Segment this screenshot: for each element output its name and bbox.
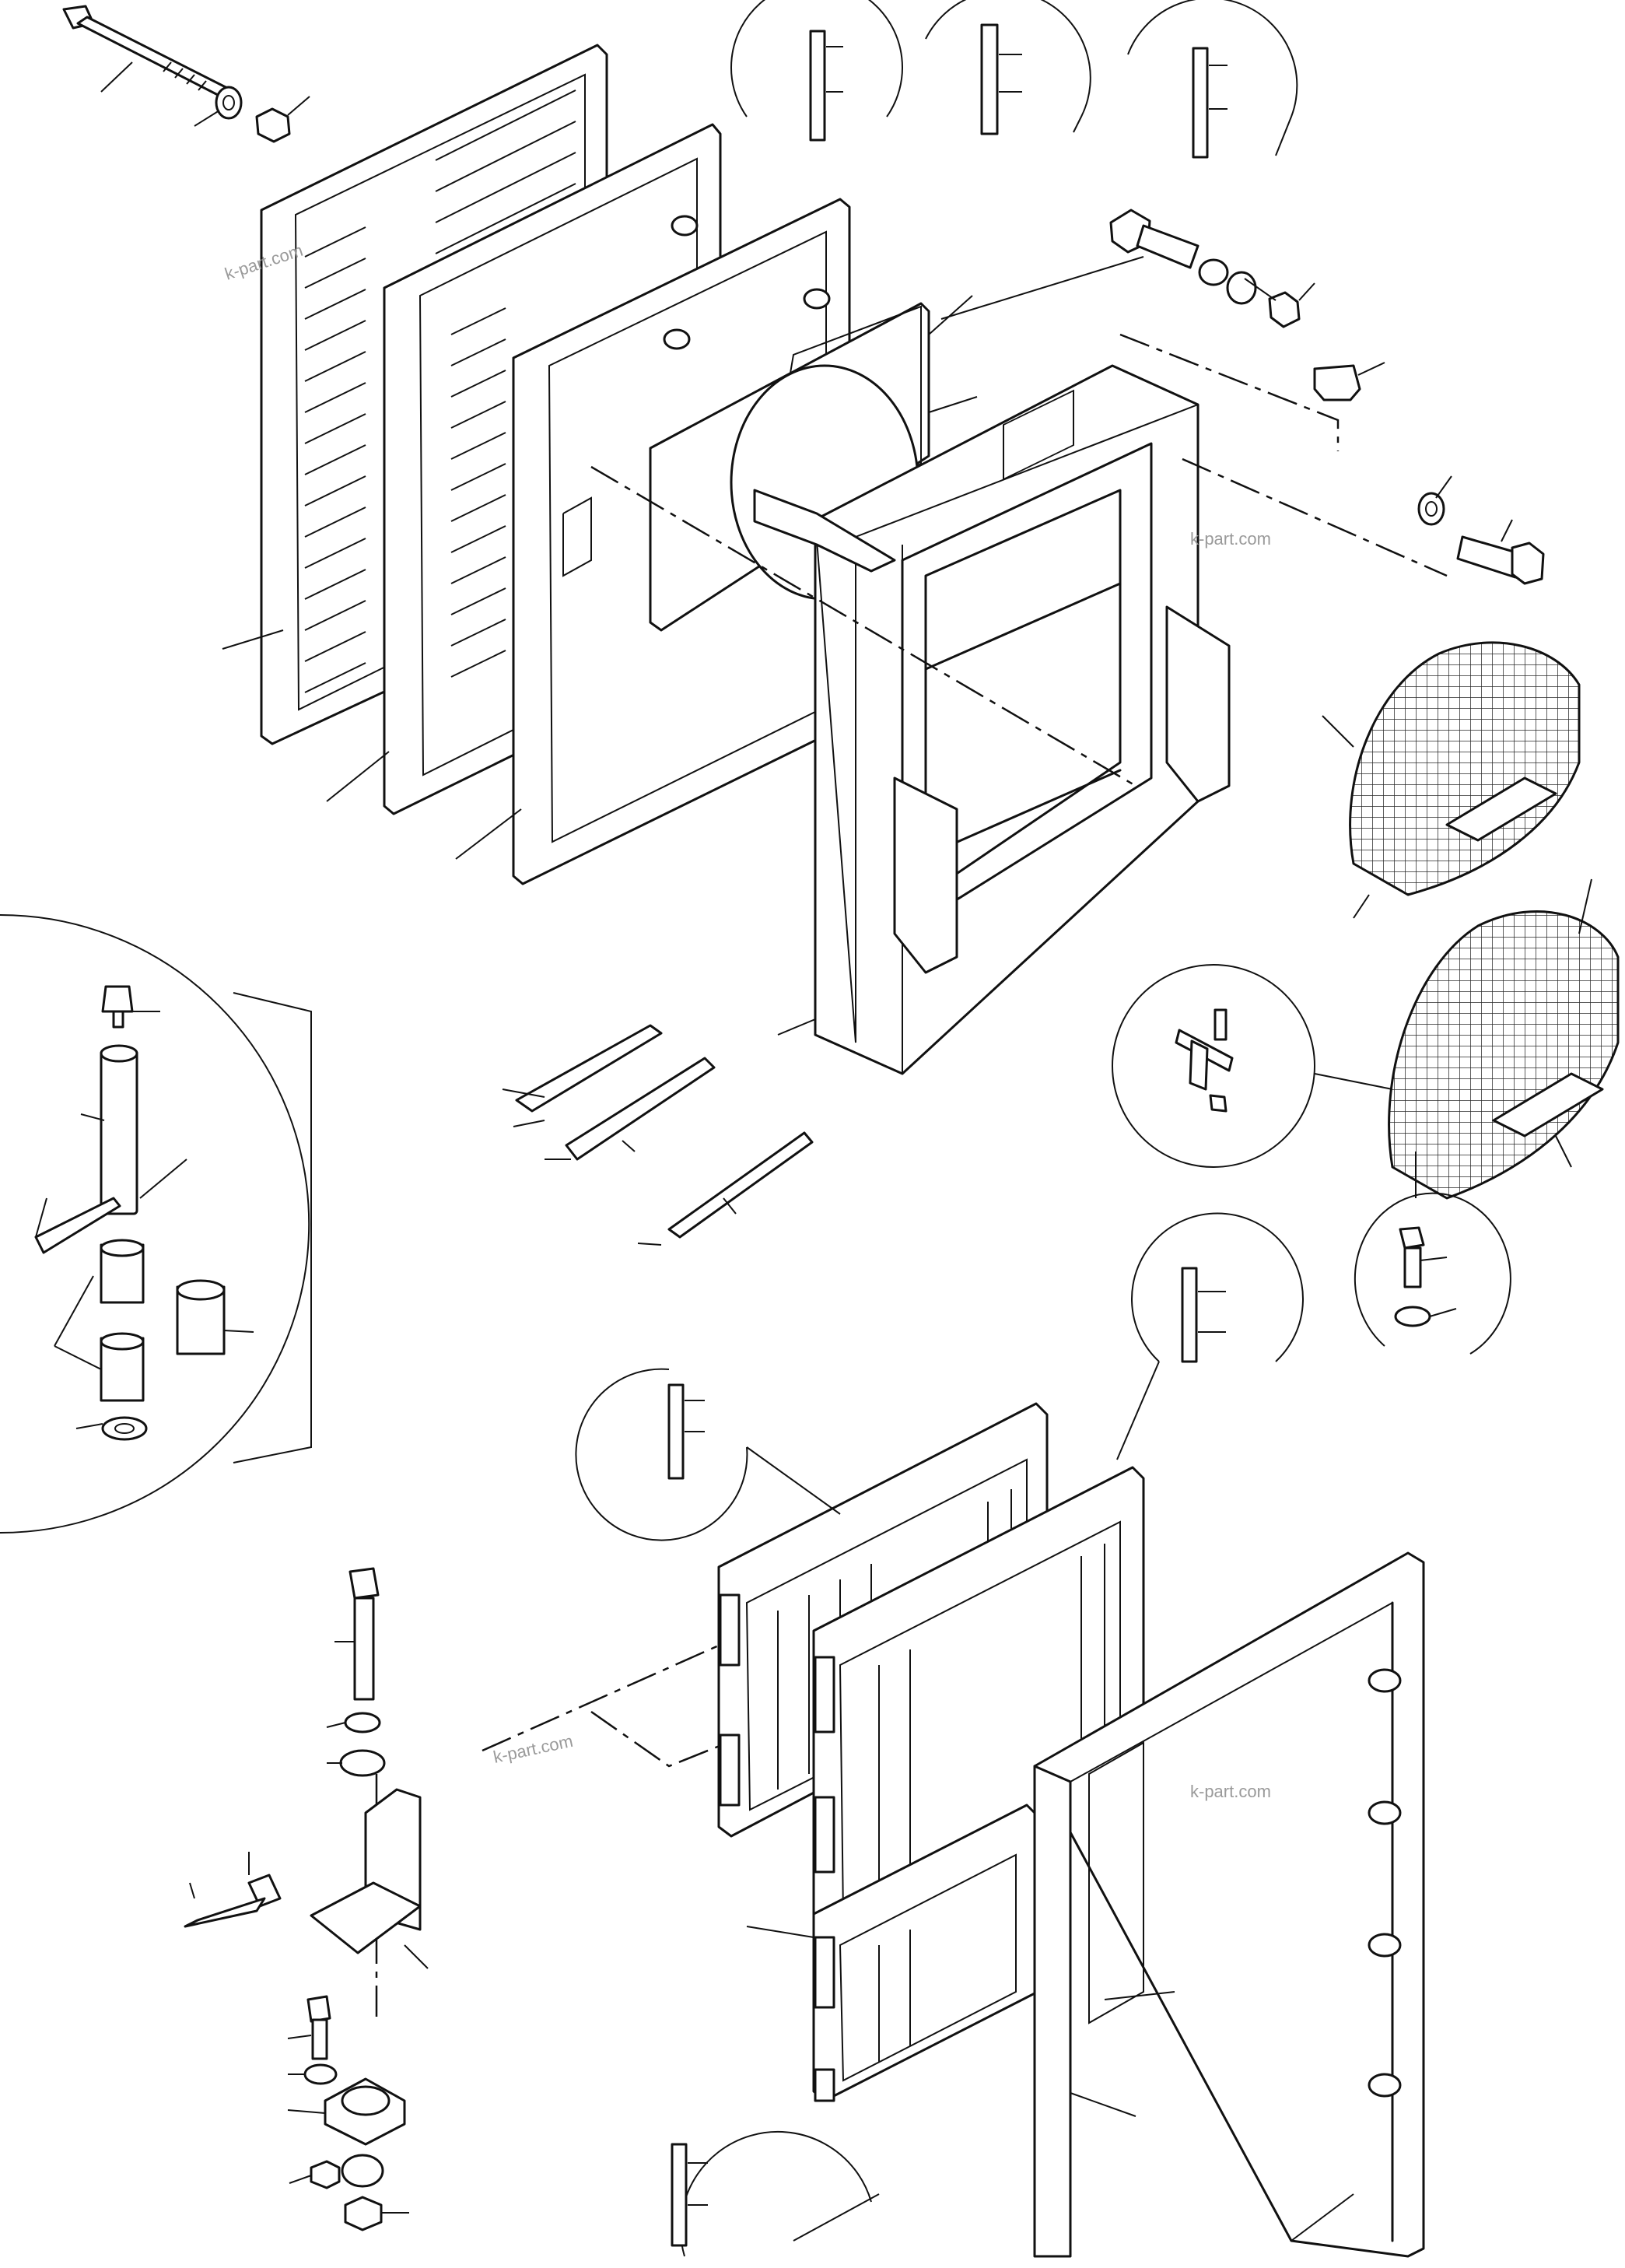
main-support-frame xyxy=(753,364,1231,1075)
long-bolt xyxy=(62,5,227,96)
pin-and-bushing-detail xyxy=(0,914,312,1534)
mounting-bracket xyxy=(184,1567,429,1969)
watermark-2: k-part.com xyxy=(1190,529,1271,549)
watermark-4: k-part.com xyxy=(1190,1782,1271,1801)
profile-detail-2 xyxy=(925,0,1091,135)
fan-guard-lower xyxy=(1388,878,1620,1200)
rubber-mount xyxy=(287,1995,409,2231)
side-bolt xyxy=(1417,475,1545,585)
radiator-core-lower xyxy=(746,1804,1039,2102)
fan-guard-upper xyxy=(1322,641,1581,919)
profile-detail-6 xyxy=(671,2131,880,2257)
right-bolt xyxy=(940,209,1315,328)
washer xyxy=(194,86,243,127)
mounting-plates xyxy=(502,1024,814,1246)
profile-detail-5 xyxy=(1131,1212,1304,1363)
profile-detail-1 xyxy=(730,0,903,142)
guard-bolt-detail xyxy=(1354,1192,1511,1355)
profile-detail-4 xyxy=(575,1368,748,1541)
profile-detail-3 xyxy=(1127,0,1298,159)
cap-plug xyxy=(1313,362,1385,401)
nut xyxy=(255,96,310,143)
guard-bracket-detail xyxy=(1112,964,1417,1198)
rear-frame xyxy=(1033,1551,1425,2258)
watermark-3: k-part.com xyxy=(492,1731,575,1767)
